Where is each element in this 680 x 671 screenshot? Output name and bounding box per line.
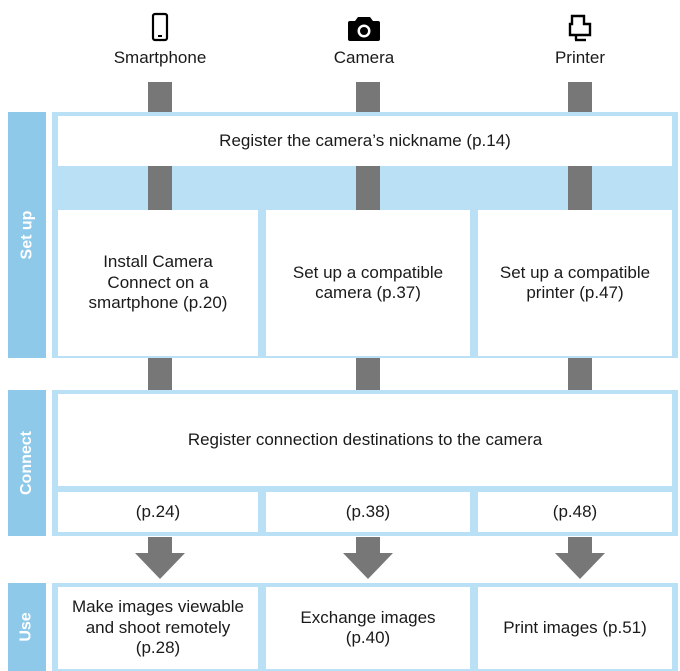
setup-camera-box: Set up a compatible camera (p.37): [266, 210, 470, 356]
use-printer-box: Print images (p.51): [478, 587, 672, 669]
nickname-box: Register the camera’s nickname (p.14): [58, 116, 672, 166]
section-tab-use: Use: [8, 583, 46, 671]
connector-printer-mid: [568, 358, 592, 390]
column-label-camera: Camera: [333, 48, 395, 67]
column-header-camera: Camera: [284, 0, 444, 68]
printer-icon: [568, 14, 592, 42]
use-camera-box: Exchange images (p.40): [266, 587, 470, 669]
use-smartphone-box: Make images viewable and shoot remotely …: [58, 587, 258, 669]
connector-setup-printer: [568, 166, 592, 210]
camera-icon: [348, 17, 380, 41]
column-label-printer: Printer: [554, 48, 606, 67]
setup-smartphone-box: Install Camera Connect on a smartphone (…: [58, 210, 258, 356]
setup-printer-box: Set up a compatible printer (p.47): [478, 210, 672, 356]
section-label-setup: Set up: [18, 210, 36, 260]
column-header-smartphone: Smartphone: [80, 0, 240, 68]
section-label-connect: Connect: [18, 431, 35, 495]
section-tab-connect: Connect: [8, 390, 46, 536]
arrow-down-printer: [555, 537, 605, 579]
column-header-printer: Printer: [500, 0, 660, 68]
connect-smartphone-ref: (p.24): [58, 492, 258, 532]
connector-setup-smartphone: [148, 166, 172, 210]
connector-setup-camera: [356, 166, 380, 210]
connector-printer-top: [568, 82, 592, 112]
smartphone-icon: [151, 12, 169, 42]
setup-panel: Register the camera’s nickname (p.14) In…: [52, 112, 678, 358]
use-panel: Make images viewable and shoot remotely …: [52, 583, 678, 671]
connect-panel: Register connection destinations to the …: [52, 390, 678, 536]
connector-camera-mid: [356, 358, 380, 390]
connector-smartphone-mid: [148, 358, 172, 390]
column-label-smartphone: Smartphone: [113, 48, 207, 67]
connect-title-box: Register connection destinations to the …: [58, 394, 672, 486]
section-label-use: Use: [17, 612, 35, 642]
arrow-down-camera: [343, 537, 393, 579]
section-tab-setup: Set up: [8, 112, 46, 358]
connect-camera-ref: (p.38): [266, 492, 470, 532]
connector-smartphone-top: [148, 82, 172, 112]
arrow-down-smartphone: [135, 537, 185, 579]
connector-camera-top: [356, 82, 380, 112]
connect-printer-ref: (p.48): [478, 492, 672, 532]
